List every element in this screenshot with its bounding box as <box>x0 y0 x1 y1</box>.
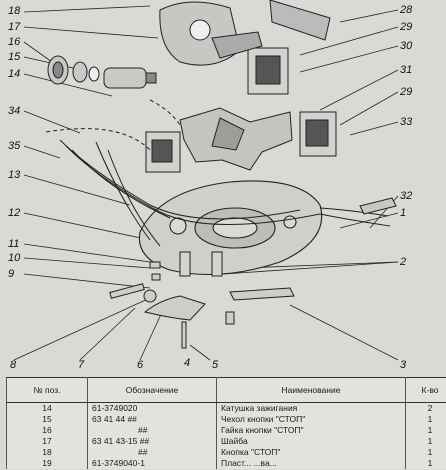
callout-labels: 18 17 16 15 14 34 35 13 12 11 10 9 28 29… <box>8 4 413 371</box>
pos-cell: 17 <box>6 436 88 447</box>
exploded-view-diagram: 18 17 16 15 14 34 35 13 12 11 10 9 28 29… <box>8 0 413 371</box>
code-cell: ## <box>87 447 217 458</box>
qty-cell: 1 <box>405 436 446 447</box>
table-row: 18 ## Кнопка "СТОП" 1 <box>6 447 446 458</box>
callout-label: 10 <box>8 252 21 264</box>
qty-cell: 1 <box>405 414 446 425</box>
callout-label: 8 <box>10 359 17 371</box>
table-row: 17 63 41 43-15 ## Шайба 1 <box>6 436 446 447</box>
qty-cell: 2 <box>405 402 446 414</box>
callout-label: 11 <box>8 238 19 250</box>
ignition-coil-right <box>299 111 337 157</box>
callout-label: 16 <box>8 36 21 48</box>
stop-button-parts <box>47 55 157 89</box>
code-cell: ## <box>87 425 217 436</box>
ignition-coil-top <box>247 47 289 95</box>
column-header: Наименование <box>216 377 406 403</box>
callout-label: 17 <box>8 21 21 33</box>
name-cell: Гайка кнопки "СТОП" <box>216 425 406 436</box>
callout-label: 30 <box>400 40 413 52</box>
code-cell: 61-3749040-1 <box>87 458 217 469</box>
pos-cell: 18 <box>6 447 88 458</box>
wiring-harness <box>45 99 391 247</box>
callout-label: 33 <box>400 116 413 128</box>
ignition-coil-left <box>145 131 181 173</box>
adjusting-plate-parts <box>109 261 295 349</box>
callout-label: 32 <box>400 190 412 202</box>
stator-core <box>179 107 293 171</box>
callout-label: 29 <box>399 21 412 33</box>
name-cell: Шайба <box>216 436 406 447</box>
stator-base-plate <box>138 180 323 276</box>
name-cell: Чехол кнопки "СТОП" <box>216 414 406 425</box>
code-cell: 63 41 43-15 ## <box>87 436 217 447</box>
table-row: 14 61-3749020 Катушка зажигания 2 <box>6 402 446 414</box>
code-cell: 61-3749020 <box>87 402 217 414</box>
name-cell: Катушка зажигания <box>216 402 406 414</box>
callout-label: 28 <box>399 4 413 16</box>
pos-cell: 19 <box>6 458 88 469</box>
column-header: К-во <box>405 377 446 403</box>
spacer-sleeves <box>179 251 223 277</box>
name-cell: Кнопка "СТОП" <box>216 447 406 458</box>
pos-cell: 14 <box>6 402 88 414</box>
table-header-row: № поз. Обозначение Наименование К-во <box>6 377 446 403</box>
callout-label: 15 <box>8 51 21 63</box>
table-row: 19 61-3749040-1 Пласт... ...ва... 1 <box>6 458 446 469</box>
callout-label: 9 <box>8 268 14 280</box>
column-header: Обозначение <box>87 377 217 403</box>
callout-label: 7 <box>78 359 85 371</box>
callout-label: 1 <box>400 207 406 219</box>
top-breaker-assembly <box>159 0 331 66</box>
pos-cell: 15 <box>6 414 88 425</box>
table-row: 15 63 41 44 ## Чехол кнопки "СТОП" 1 <box>6 414 446 425</box>
callout-label: 31 <box>400 64 412 76</box>
callout-label: 13 <box>8 169 21 181</box>
column-header: № поз. <box>6 377 88 403</box>
qty-cell: 1 <box>405 447 446 458</box>
callout-label: 18 <box>8 5 21 17</box>
spark-lead-32 <box>359 197 397 215</box>
code-cell: 63 41 44 ## <box>87 414 217 425</box>
callout-label: 14 <box>8 68 20 80</box>
pos-cell: 16 <box>6 425 88 436</box>
parts-table: № поз. Обозначение Наименование К-во 14 … <box>6 377 446 469</box>
callout-label: 34 <box>8 105 20 117</box>
callout-label: 2 <box>399 256 406 268</box>
name-cell: Пласт... ...ва... <box>216 458 406 469</box>
callout-label: 35 <box>8 140 21 152</box>
qty-cell: 1 <box>405 458 446 469</box>
callout-label: 3 <box>400 359 407 371</box>
callout-label: 29 <box>399 86 412 98</box>
table-row: 16 ## Гайка кнопки "СТОП" 1 <box>6 425 446 436</box>
callout-label: 4 <box>184 357 190 369</box>
callout-label: 12 <box>8 207 20 219</box>
callout-label: 6 <box>137 359 144 371</box>
callout-label: 5 <box>212 359 219 371</box>
qty-cell: 1 <box>405 425 446 436</box>
